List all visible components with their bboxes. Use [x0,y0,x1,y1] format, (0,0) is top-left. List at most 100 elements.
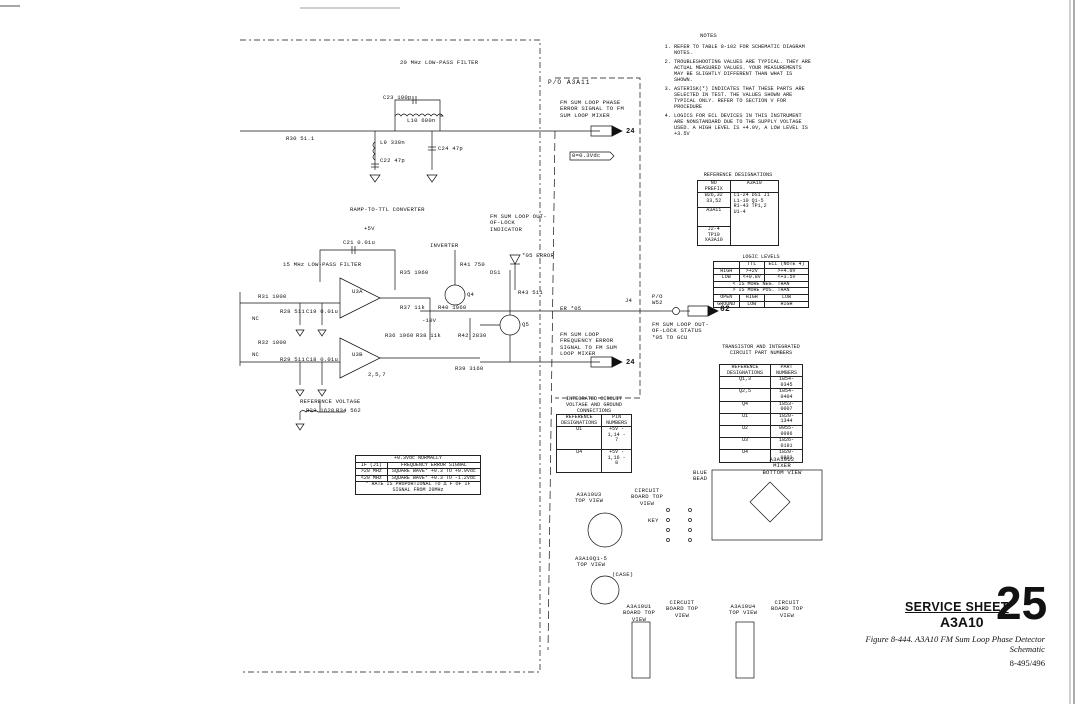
label-cb-view: CIRCUIT BOARD TOP VIEW [630,487,663,507]
label-er05: ER *05 [560,305,582,312]
table-header: PIN NUMBERS [601,413,632,428]
table-cell: U1 [719,412,771,426]
label-q5: Q5 [522,321,530,328]
label-l10: L10 680n [407,117,436,124]
label-r34: R34 562 [336,407,361,414]
label-r39: R39 3160 [455,365,484,372]
table-cell: 0955-0096 [769,424,804,439]
logic-levels-title: LOGIC LEVELS [742,254,780,260]
label-nc-2: NC [252,351,260,358]
label-q4: Q4 [467,291,475,298]
label-pins-257: 2,5,7 [368,371,386,378]
label-r35: R35 1960 [400,269,429,276]
label-r43: R43 511 [518,289,543,296]
label-u3b: U3B [352,351,363,358]
note-item: LOGICS FOR ECL DEVICES IN THIS INSTRUMEN… [674,113,814,137]
label-plus5v: +5V [364,225,375,232]
label-reference-voltage: REFERENCE VOLTAGE [300,398,361,405]
table-cell: 1820-0803 [769,449,804,463]
note-item: TROUBLESHOOTING VALUES ARE TYPICAL. THEY… [674,59,814,83]
label-u4-view: A3A10U4 TOP VIEW [728,603,758,617]
label-lowpass-15: 15 MHz LOW-PASS FILTER [283,261,362,268]
table-cell: Q4 [719,400,771,414]
table-cell: W26,32 33,52 [697,192,731,209]
table-cell: U3 [719,437,771,451]
table-cell: 1826-0191 [769,437,804,451]
label-key-1: KEY [648,517,659,524]
label-ooc-indicator: FM SUM LOOP OUT-OF-LOCK INDICATOR [490,213,547,233]
table-cell: +5V - 1,16 - 8 [601,449,632,474]
table-header: NO PREFIX [697,179,731,194]
label-case: (CASE) [612,571,634,578]
label-cb-b: CIRCUIT BOARD TOP VIEW [770,599,803,619]
table-header: REFERENCE DESIGNATIONS [719,363,771,378]
label-c19: C19 0.01u [306,308,339,315]
table-cell: A3A11 [697,207,731,228]
label-c21: C21 0.01u [343,239,376,246]
figure-caption: Figure 8-444. A3A10 FM Sum Loop Phase De… [865,634,1046,654]
label-ds1: DS1 [490,269,501,276]
label-c24: C24 47p [438,145,463,152]
label-l9: L9 330n [380,139,405,146]
label-ramp-ttl: RAMP-TO-TTL CONVERTER [350,206,425,213]
ref-designations-title: REFERENCE DESIGNATIONS [703,172,773,178]
notes-title: NOTES [700,32,717,39]
label-fm-sum-error: FM SUM LOOP PHASE ERROR SIGNAL TO FM SUM… [560,99,625,119]
table-cell: Q1,3 [719,376,771,390]
label-ref-24-b: 24 [626,359,635,367]
table-cell: 1854-0345 [769,376,804,390]
freq-error-table: +0.3Vdc NORMALLY IF (J1)FREQUENCY ERROR … [355,455,482,495]
label-u3-view: A3A10U3 TOP VIEW [574,491,604,505]
table-cell: U2 [719,424,771,439]
table-cell: C1-24 DS1 J1 L1-10 Q1-5 R1-43 TP1,2 U1-4 [729,192,780,247]
label-r31: R31 1000 [258,293,287,300]
label-q-view: A3A10Q1-5 TOP VIEW [574,555,607,569]
label-r42: R42 2830 [458,332,487,339]
label-r36: R36 1960 [385,332,414,339]
table-cell: Q2,5 [719,388,771,402]
page-number: 8-495/496 [1009,658,1045,668]
service-sheet-label: SERVICE SHEET [905,600,1009,614]
table-cell: GROUND [713,300,740,309]
freq-table-footnote: * RATE IS PROPORTIONAL TO Δ F OF IF SIGN… [355,481,481,495]
label-j4: J4 [625,297,633,304]
label-dc-level: 0=0.3Vdc [572,152,601,159]
service-sheet-assembly: A3A10 [940,614,984,630]
table-header: PART NUMBERS [769,363,804,378]
label-a4-62: 62 [720,305,731,314]
label-freq-error-signal: FM SUM LOOP FREQUENCY ERROR SIGNAL TO FM… [560,331,617,358]
label-minus10v: -10V [422,317,437,324]
label-r30: R30 51.1 [286,135,315,142]
table-cell: U1 [555,426,603,451]
label-r38: R38 11k [416,332,441,339]
label-ooc-status: FM SUM LOOP OUT-OF-LOCK STATUS *05 TO GC… [652,321,709,341]
label-c22: C22 47p [380,157,405,164]
label-lowpass-20: 20 MHz LOW-PASS FILTER [400,59,479,66]
note-item: ASTERISK(*) INDICATES THAT THESE PARTS A… [674,86,814,110]
label-inverter: INVERTER [430,242,459,249]
label-po-w52: P/O W52 [652,293,663,307]
table-cell: J2-4 TP10 XA3A10 [697,226,731,247]
label-c18: C18 0.01u [306,356,339,363]
table-cell: +5V - 1,14 - 7 [601,426,632,451]
label-r29: R29 511 [280,356,305,363]
table-cell: 1854-0404 [769,388,804,402]
table-cell: U4 [719,449,771,463]
notes-list: REFER TO TABLE 8-102 FOR SCHEMATIC DIAGR… [664,44,814,140]
label-r37: R37 11k [400,304,425,311]
label-blue-bead: BLUE BEAD [693,469,708,483]
table-header: REFERENCE DESIGNATIONS [555,413,603,428]
label-c23: C23 100p [383,94,412,101]
label-r40: R40 1960 [438,304,467,311]
label-ref-24-a: 24 [626,128,635,136]
ic-power-title: INTEGRATED CIRCUIT VOLTAGE AND GROUND CO… [565,396,623,414]
service-sheet-number: 25 [996,577,1048,629]
label-ds1-error: *05 ERROR [522,252,555,259]
label-r41: R41 750 [460,261,485,268]
label-r28: R28 511 [280,308,305,315]
